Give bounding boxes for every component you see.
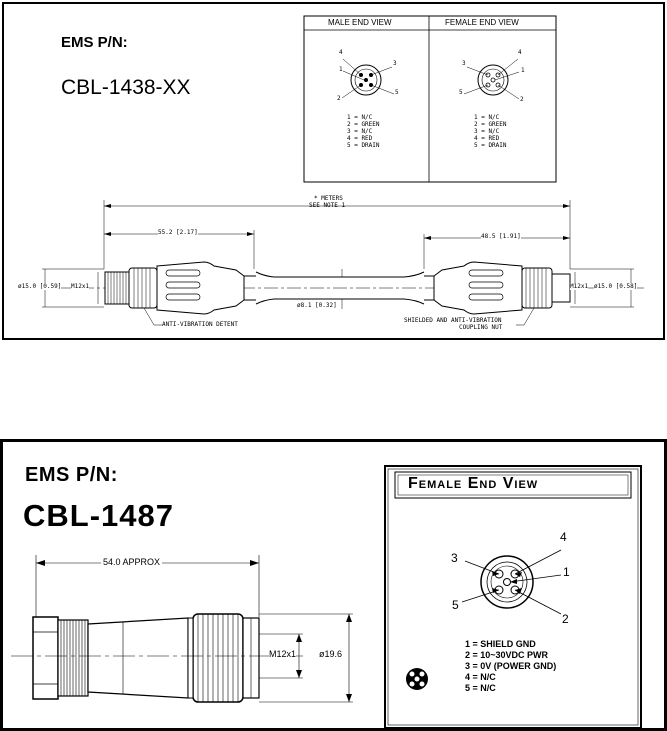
male-pin-number-2: 2	[337, 95, 341, 102]
female-pin-1: 1 = N/C	[474, 114, 500, 121]
pin-3: 3 = 0V (POWER GND)	[465, 661, 557, 671]
anti-vibration-detent-note: ANTI-VIBRATION DETENT	[162, 321, 238, 328]
pin-5: 5 = N/C	[465, 683, 496, 693]
female-end-view-title: FEMALE END VIEW	[445, 18, 519, 27]
pin-number-4: 4	[560, 530, 567, 544]
pin-2: 2 = 10~30VDC PWR	[465, 650, 549, 660]
drawing-cbl-1438: EMS P/N: CBL-1438-XX MALE END VIEW FEMAL…	[2, 2, 665, 340]
male-pin-1: 1 = N/C	[347, 114, 373, 121]
length-dim: 54.0 APPROX	[101, 557, 163, 567]
female-pin-4: 4 = RED	[474, 135, 500, 142]
male-pin-5: 5 = DRAIN	[347, 142, 380, 149]
part-label: EMS P/N:	[61, 34, 128, 51]
pin-number-3: 3	[451, 551, 458, 565]
male-pin-number-5: 5	[395, 89, 399, 96]
coupling-nut-note-line1: SHIELDED AND ANTI-VIBRATION	[404, 317, 502, 324]
overall-length-dim: * METERS	[314, 195, 343, 202]
male-end-face	[341, 58, 395, 99]
side-view-connector	[11, 555, 353, 703]
diameter-dim: ø19.6	[319, 649, 343, 659]
male-pin-number-1: 1	[339, 66, 343, 73]
right-female-connector	[424, 261, 571, 315]
pin-layout-icon	[406, 668, 428, 690]
female-pin-number-5: 5	[459, 89, 463, 96]
drawing-2-linework	[11, 465, 642, 728]
female-end-face	[463, 58, 520, 100]
pin-4: 4 = N/C	[465, 672, 496, 682]
pin-number-2: 2	[562, 612, 569, 626]
left-diameter-dim: ø15.0 [0.59]	[18, 283, 62, 290]
female-end-view-title-2: Female End View	[408, 475, 539, 492]
female-pin-number-2: 2	[520, 96, 524, 103]
overall-length-note: SEE NOTE 1	[309, 202, 346, 209]
part-label-2: EMS P/N:	[25, 464, 118, 486]
male-end-view-title: MALE END VIEW	[328, 18, 392, 27]
female-end-face-large	[461, 549, 562, 615]
female-pin-list: 1 = N/C 2 = GREEN 3 = N/C 4 = RED 5 = DR…	[474, 114, 507, 149]
cable-diameter-dim: ø8.1 [0.32]	[297, 302, 337, 309]
pin-number-5: 5	[452, 598, 459, 612]
left-length-dim: 55.2 [2.17]	[158, 229, 198, 236]
left-thread-dim: M12x1	[71, 283, 90, 290]
male-pin-2: 2 = GREEN	[347, 121, 380, 128]
male-pin-list: 1 = N/C 2 = GREEN 3 = N/C 4 = RED 5 = DR…	[347, 114, 380, 149]
drawing-cbl-1487: EMS P/N: CBL-1487 Female End View 4 1 3 …	[0, 439, 667, 731]
right-diameter-dim: ø15.0 [0.58]	[594, 283, 638, 290]
female-pin-number-1: 1	[521, 67, 525, 74]
male-pin-4: 4 = RED	[347, 135, 373, 142]
female-pin-2: 2 = GREEN	[474, 121, 507, 128]
female-pin-number-4: 4	[518, 49, 522, 56]
pin-1: 1 = SHIELD GND	[465, 639, 536, 649]
right-length-dim: 48.5 [1.91]	[481, 233, 521, 240]
pin-number-1: 1	[563, 565, 570, 579]
drawing-1-linework	[34, 15, 644, 326]
female-pin-number-3: 3	[462, 60, 466, 67]
right-thread-dim: M12x1	[570, 283, 589, 290]
female-pin-3: 3 = N/C	[474, 128, 500, 135]
part-number-2: CBL-1487	[23, 498, 174, 533]
male-pin-3: 3 = N/C	[347, 128, 373, 135]
pin-list-2: 1 = SHIELD GND 2 = 10~30VDC PWR 3 = 0V (…	[465, 639, 556, 694]
part-number: CBL-1438-XX	[61, 76, 191, 99]
left-male-connector	[104, 261, 256, 315]
thread-dim: M12x1	[269, 649, 297, 659]
male-pin-number-4: 4	[339, 49, 343, 56]
male-pin-number-3: 3	[393, 60, 397, 67]
coupling-nut-note-line2: COUPLING NUT	[459, 324, 503, 331]
female-pin-5: 5 = DRAIN	[474, 142, 507, 149]
